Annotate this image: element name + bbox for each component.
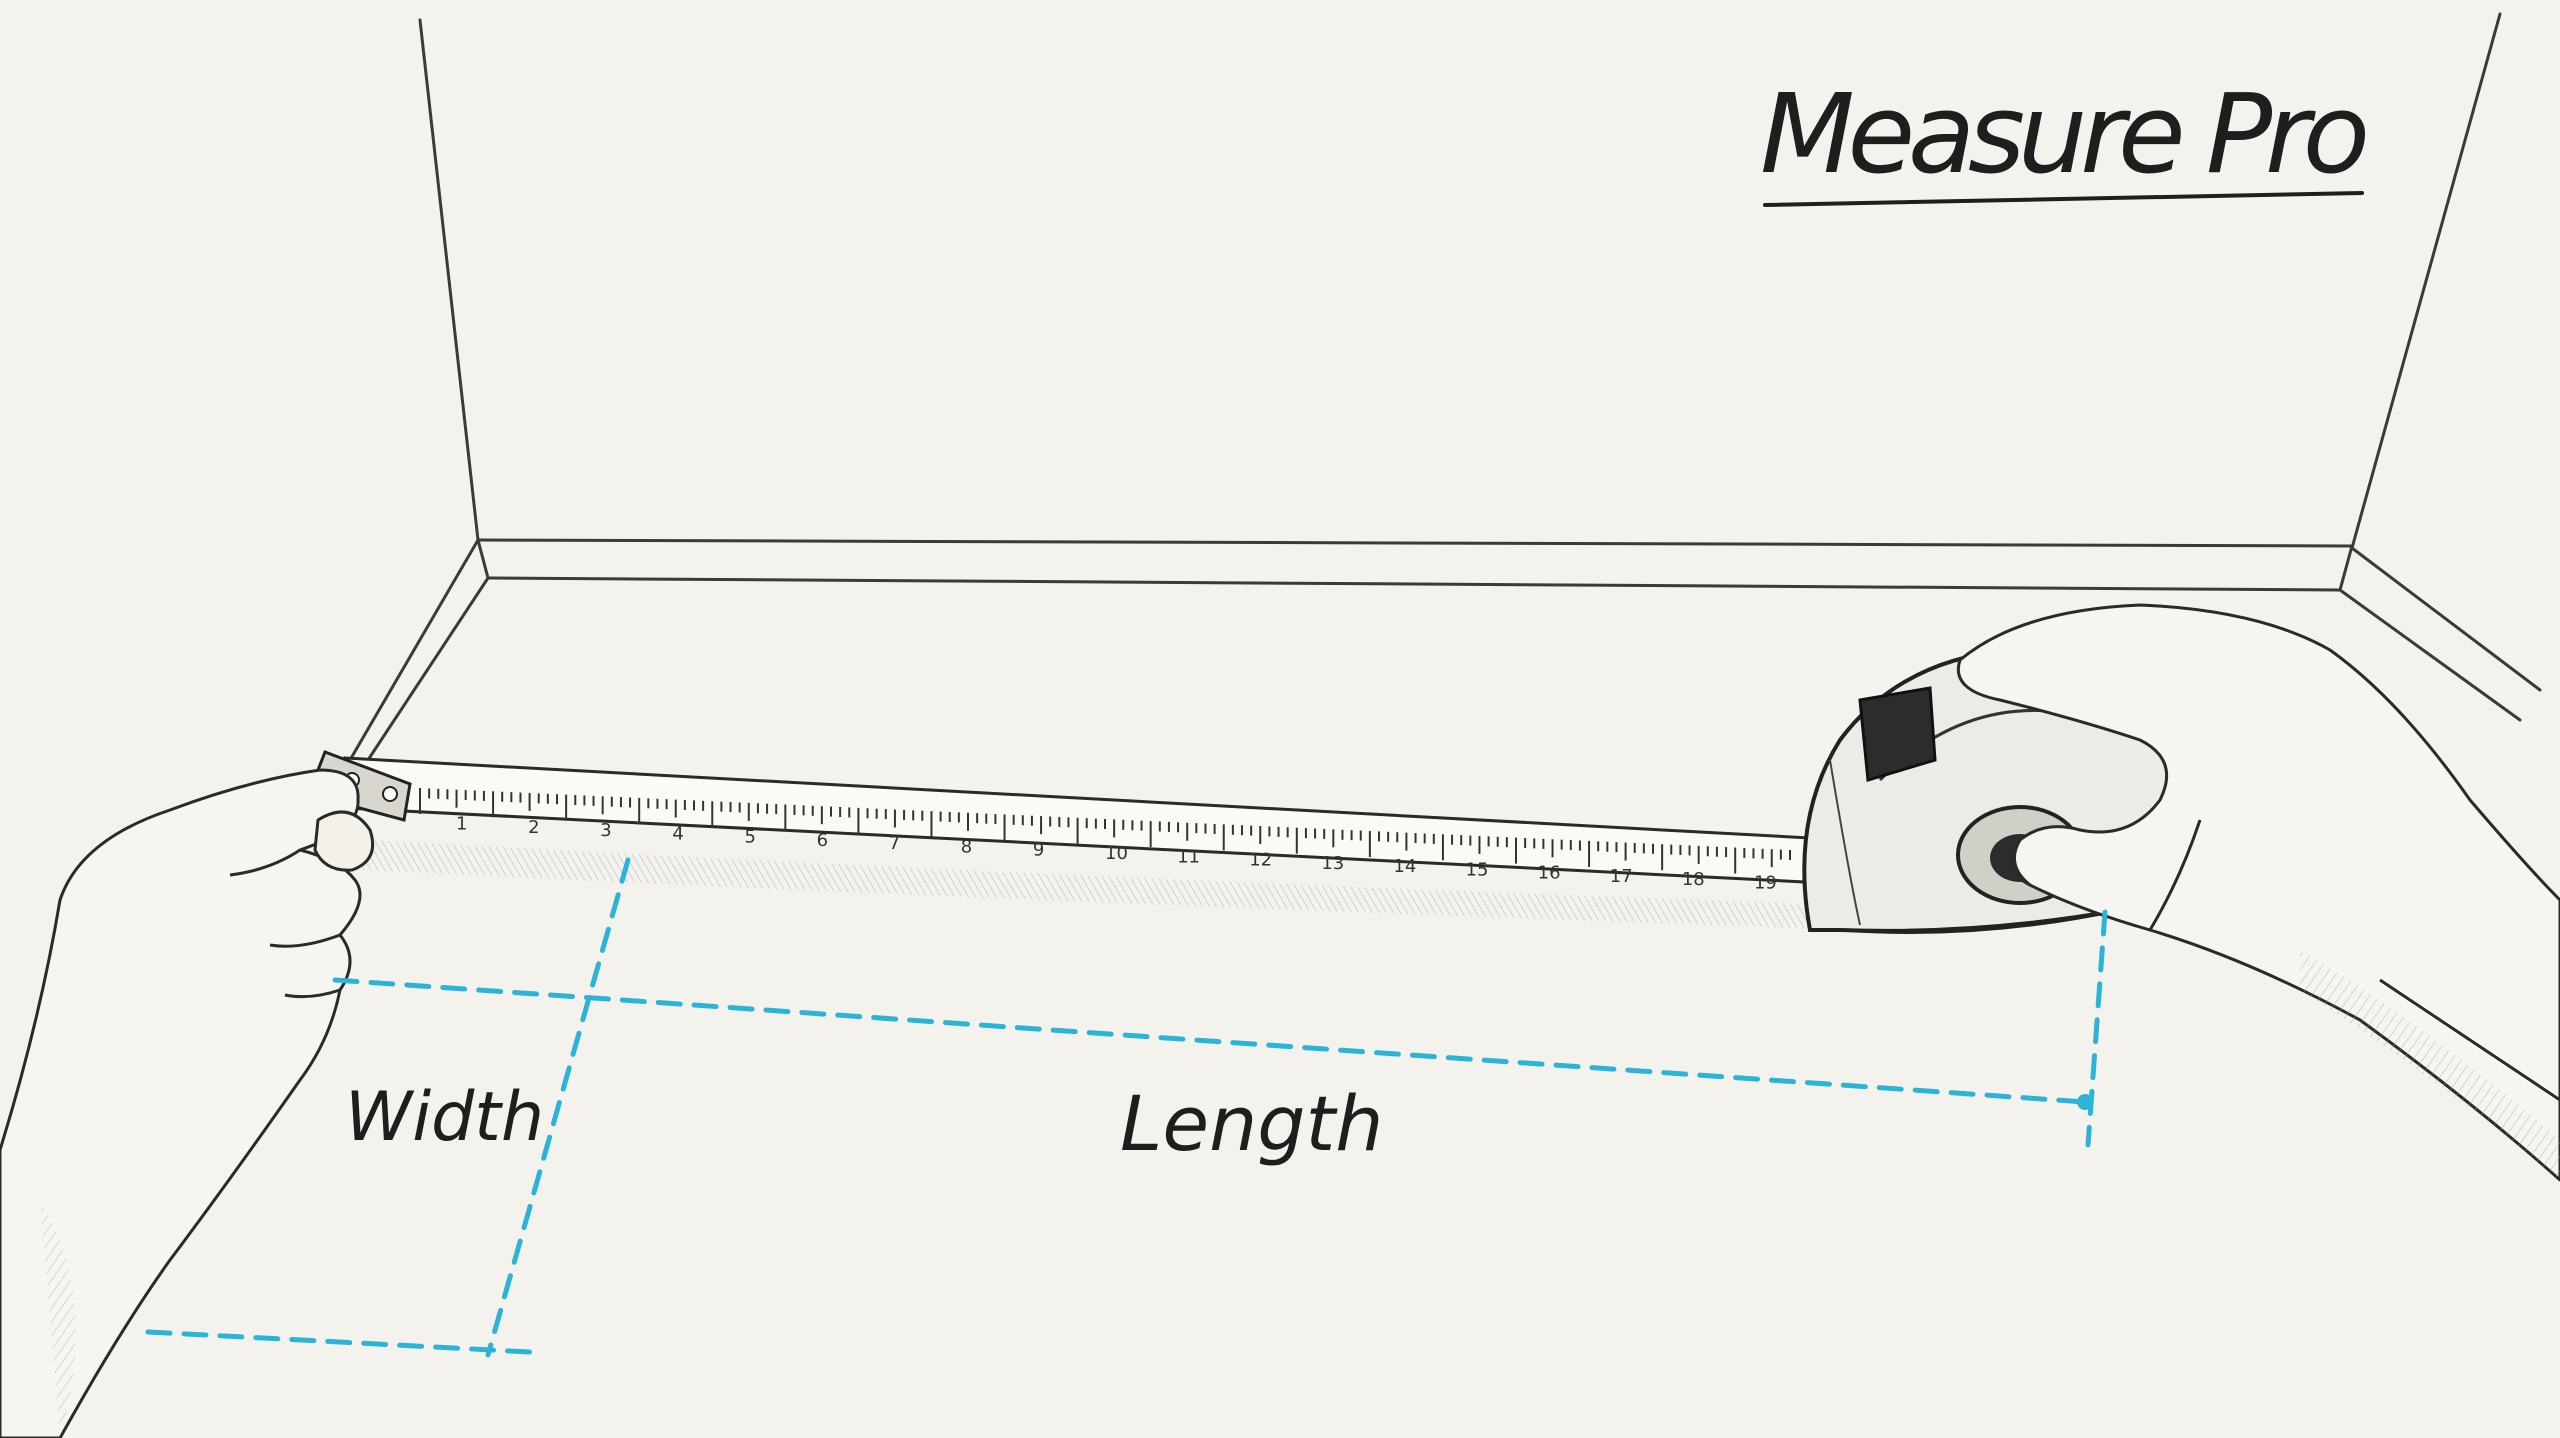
title-underline — [1763, 191, 2364, 207]
room-outline — [348, 12, 2542, 762]
right-end-guide-line — [2085, 909, 2108, 1148]
tape-number: 19 — [1754, 872, 1777, 893]
length-guide-endpoint — [2077, 1094, 2093, 1110]
tape-number: 17 — [1610, 866, 1633, 887]
length-guide-line — [332, 977, 2088, 1105]
tape-number: 11 — [1177, 846, 1200, 867]
tape-number: 15 — [1466, 859, 1489, 880]
tape-number: 3 — [600, 820, 611, 841]
right-hand-icon — [1957, 603, 2560, 1182]
tape-number: 1 — [456, 814, 467, 835]
tape-number: 13 — [1321, 853, 1344, 874]
tape-number: 8 — [961, 836, 972, 857]
tape-number: 6 — [817, 830, 828, 851]
tape-number: 7 — [889, 833, 900, 854]
tape-number: 5 — [744, 827, 755, 848]
tape-number: 9 — [1033, 840, 1044, 861]
tape-number: 4 — [672, 823, 683, 844]
width-label: Width — [345, 1078, 544, 1157]
tape-number: 12 — [1249, 850, 1272, 871]
tape-number: 10 — [1105, 843, 1128, 864]
left-hand-icon — [0, 768, 375, 1438]
width-guide-line — [485, 857, 631, 1358]
tape-number: 14 — [1393, 856, 1416, 877]
tape-number: 16 — [1538, 863, 1561, 884]
bottom-guide-line — [145, 1329, 533, 1355]
app-title: Measure Pro — [1760, 70, 2370, 198]
length-label: Length — [1120, 1079, 1383, 1168]
tape-number: 18 — [1682, 869, 1705, 890]
tape-shadow — [360, 840, 1860, 930]
tape-number: 2 — [528, 817, 539, 838]
